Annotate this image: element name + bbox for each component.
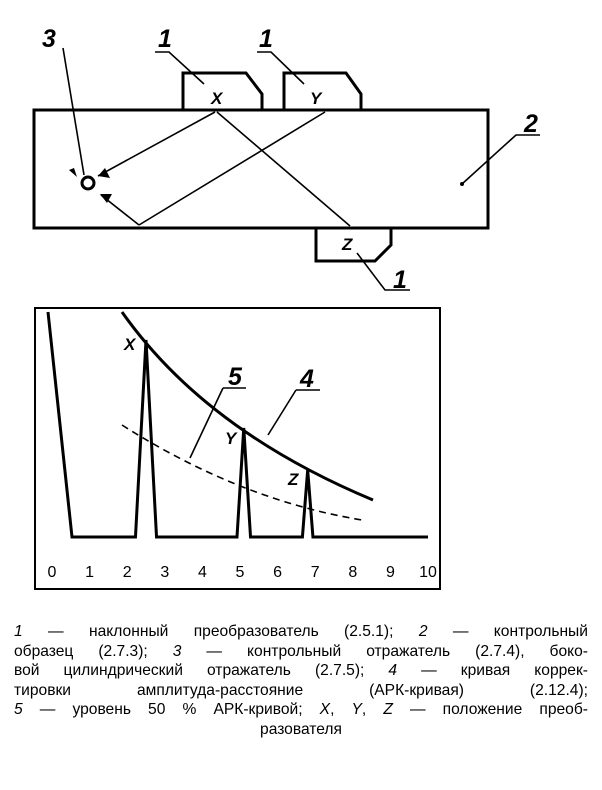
caption-text: , [361, 701, 384, 719]
peak-label-z: Z [287, 470, 299, 489]
caption-symbol: 5 [14, 701, 23, 719]
figure: 3 1 1 2 1 X Y Z 5 4 X Y Z 0 1 2 3 4 5 6 7 8 9 10 [32, 25, 540, 590]
caption-symbol: X [319, 701, 331, 719]
label-transducer-x: 1 [158, 25, 172, 53]
label-dac-level: 5 [228, 363, 243, 391]
position-z-bottom: Z [341, 235, 353, 254]
caption-text: — контрольный [427, 623, 588, 640]
leader-lines [62, 47, 540, 291]
ascan-frame [34, 307, 441, 590]
caption-text: — уровень 50 % АРК-кривой; [22, 701, 320, 719]
leader-dac-curve [267, 389, 297, 436]
x-tick-label: 3 [160, 564, 169, 581]
transducer-y [282, 71, 363, 110]
transducer-z [314, 228, 393, 263]
caption-text: , [330, 701, 352, 719]
label-specimen: 2 [523, 110, 538, 138]
peak-label-y: Y [225, 429, 238, 448]
caption-text: разователя [260, 720, 342, 738]
caption-text: вой цилиндрический отражатель (2.7.5); [14, 662, 389, 680]
x-tick-label: 9 [386, 564, 395, 581]
specimen-label-dots [460, 182, 464, 186]
caption-symbol: 4 [388, 662, 398, 680]
test-specimen [32, 108, 490, 230]
arrowheads [69, 168, 112, 203]
caption-symbol: 3 [172, 642, 182, 660]
caption-text: образец (2.7.3); [14, 642, 173, 660]
caption-line: образец (2.7.3); 3 — контрольный отражат… [14, 642, 588, 662]
position-x-top: X [210, 89, 224, 108]
caption-symbol: Z [383, 701, 393, 719]
x-tick-label: 6 [273, 564, 282, 581]
caption-text: — кривая коррек- [397, 662, 588, 680]
label-reflector: 3 [42, 25, 56, 53]
dac-50-percent-line [121, 424, 363, 521]
caption-line: разователя [14, 720, 588, 740]
label-transducer-z: 1 [393, 266, 407, 294]
caption-symbol: 2 [418, 623, 428, 640]
caption-text: — наклонный преобразователь (2.5.1); [22, 623, 419, 640]
caption-text: — положение преоб- [392, 701, 588, 719]
x-tick-label: 4 [198, 564, 207, 581]
caption-symbol: 1 [14, 623, 23, 640]
caption-text: тировки амплитуда-расстояние (АРК-кривая… [14, 681, 588, 699]
label-dac-curve: 4 [299, 365, 314, 393]
x-tick-label: 8 [348, 564, 357, 581]
leader-dac-level [189, 387, 224, 459]
x-tick-label: 2 [123, 564, 132, 581]
caption-line: 5 — уровень 50 % АРК-кривой; X, Y, Z — п… [14, 700, 588, 720]
transducer-x [181, 71, 264, 110]
x-tick-label: 5 [236, 564, 245, 581]
x-tick-label: 10 [419, 564, 437, 581]
x-tick-label: 1 [85, 564, 94, 581]
x-tick-label: 7 [311, 564, 320, 581]
caption-symbol: Y [351, 701, 362, 719]
x-tick-label: 0 [48, 564, 57, 581]
ascan-trace [46, 311, 428, 539]
caption-text: — контрольный отражатель (2.7.4), боко- [181, 642, 588, 660]
side-drilled-reflector [80, 175, 96, 191]
peak-label-x: X [123, 335, 137, 354]
position-y-top: Y [310, 89, 323, 108]
caption-line: тировки амплитуда-расстояние (АРК-кривая… [14, 681, 588, 701]
ascan-plot: 5 4 X Y Z 0 1 2 3 4 5 6 7 8 9 10 [46, 311, 437, 581]
caption-line: 1 — наклонный преобразователь (2.5.1); 2… [14, 622, 588, 642]
figure-caption: 1 — наклонный преобразователь (2.5.1); 2… [14, 622, 588, 740]
dac-curve [120, 311, 374, 502]
caption-line: вой цилиндрический отражатель (2.7.5); 4… [14, 661, 588, 681]
specimen-diagram [32, 71, 490, 263]
beam-paths [97, 111, 351, 227]
label-transducer-y: 1 [259, 25, 273, 53]
